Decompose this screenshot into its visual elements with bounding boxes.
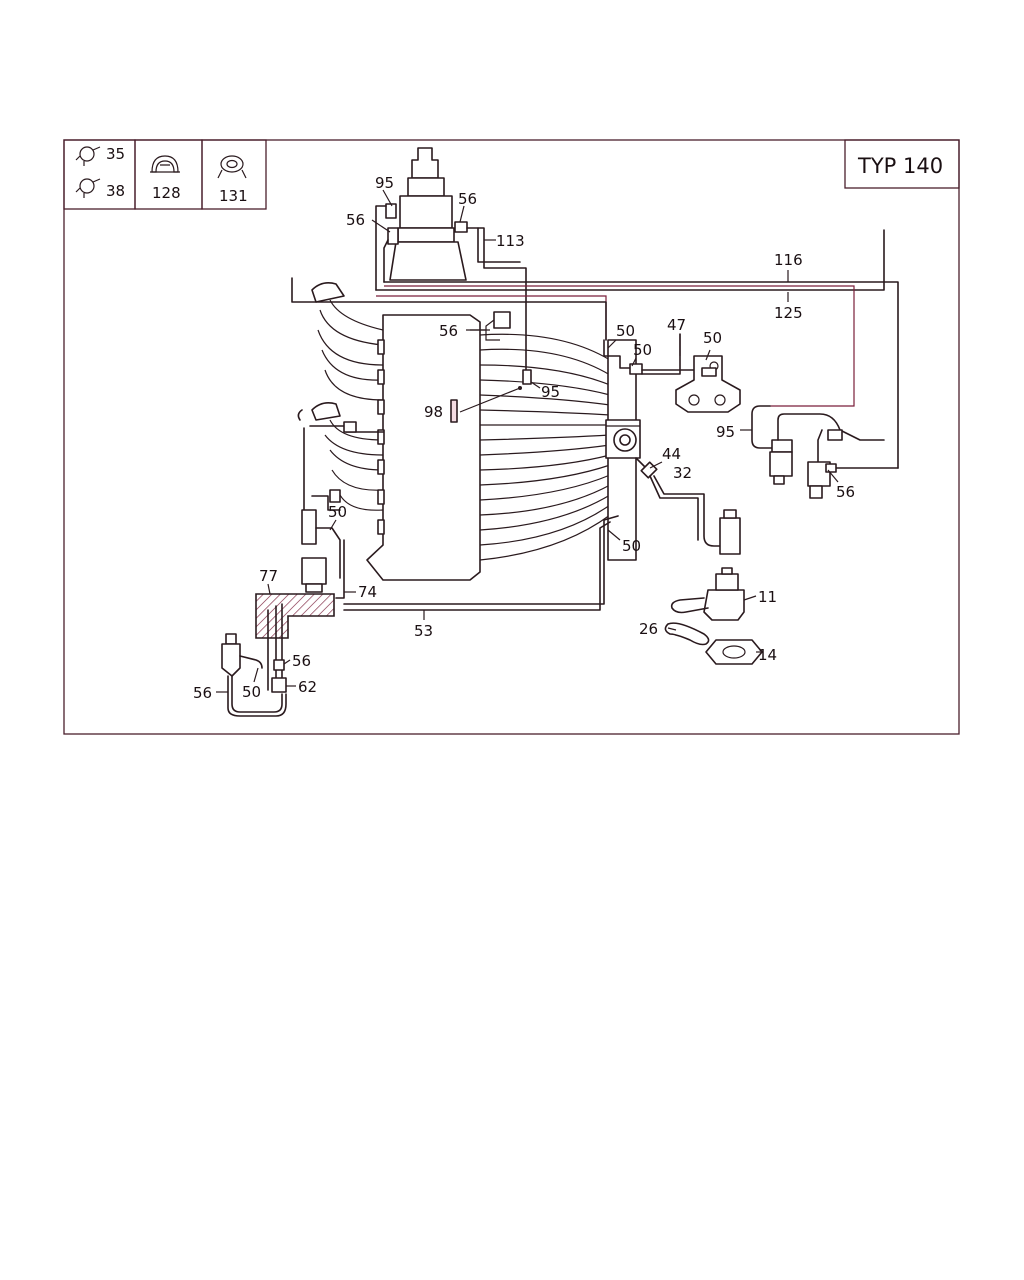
- callout-47: 47: [667, 316, 686, 334]
- bracket-50: [675, 355, 741, 413]
- leader-lines: [216, 189, 839, 693]
- callout-95-top: 95: [375, 174, 394, 192]
- callout-14: 14: [758, 646, 777, 664]
- vacuum-unit-top: [385, 147, 468, 281]
- holder-clip-icon: [150, 155, 180, 173]
- hose-clamp-icon: [217, 155, 247, 179]
- sensor-32: [719, 509, 741, 555]
- callout-56-right: 56: [836, 483, 855, 501]
- valve-right-2: [777, 413, 899, 499]
- callout-125: 125: [774, 304, 803, 322]
- callout-98: 98: [424, 403, 443, 421]
- callout-95-right: 95: [716, 423, 735, 441]
- valve-left: [301, 509, 345, 599]
- callout-116: 116: [774, 251, 803, 269]
- callout-50-lower: 50: [622, 537, 641, 555]
- callout-26: 26: [639, 620, 658, 638]
- callout-50-left: 50: [328, 503, 347, 521]
- callout-56-top-left: 56: [346, 211, 365, 229]
- legend-label-131: 131: [219, 187, 248, 205]
- throttle-body: [605, 419, 641, 459]
- clamp-icon: [75, 146, 101, 166]
- callout-50-c: 50: [633, 341, 652, 359]
- callout-95-mid: 95: [541, 383, 560, 401]
- callout-50-a: 50: [616, 322, 635, 340]
- intake-manifold: [311, 282, 637, 581]
- callout-56-top-right: 56: [458, 190, 477, 208]
- callout-56-manifold: 56: [439, 322, 458, 340]
- gasket-14: [705, 639, 763, 665]
- filter-bottom-left: [221, 633, 287, 717]
- valve-right-1: [751, 405, 793, 485]
- legend-label-38: 38: [106, 182, 125, 200]
- callout-53: 53: [414, 622, 433, 640]
- type-box: [844, 139, 960, 189]
- callout-56-bottom-left: 56: [193, 684, 212, 702]
- callout-32: 32: [673, 464, 692, 482]
- callout-77: 77: [259, 567, 278, 585]
- hose-26: [664, 622, 710, 646]
- callout-11: 11: [758, 588, 777, 606]
- legend-label-35: 35: [106, 145, 125, 163]
- callout-62: 62: [298, 678, 317, 696]
- type-title: TYP 140: [857, 154, 943, 178]
- clamp-icon: [75, 178, 101, 198]
- legend-label-128: 128: [152, 184, 181, 202]
- callout-56-bottom-left-2: 56: [292, 652, 311, 670]
- legend: 35 38 128 131: [63, 139, 267, 210]
- callout-74: 74: [358, 583, 377, 601]
- callout-44: 44: [662, 445, 681, 463]
- diagram-frame: [63, 139, 960, 735]
- callout-50-bottom-left: 50: [242, 683, 261, 701]
- callout-50-b: 50: [703, 329, 722, 347]
- callout-113: 113: [496, 232, 525, 250]
- sensor-11: [670, 567, 745, 621]
- sensor-98: [450, 399, 458, 423]
